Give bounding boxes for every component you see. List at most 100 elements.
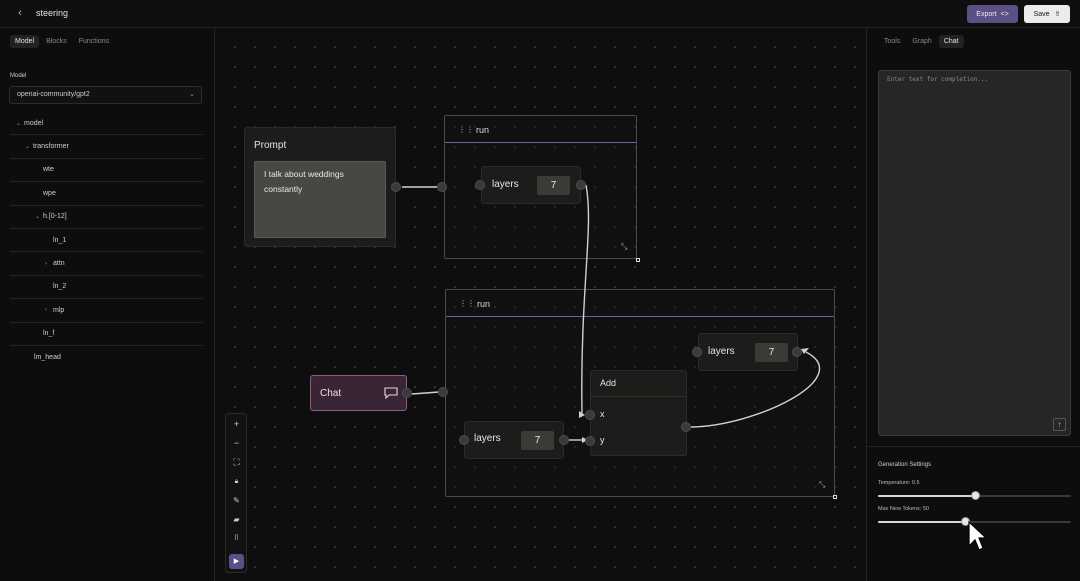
top-bar: ‹ steering Export <> Save ⇪ — [0, 0, 1080, 28]
layers-label: layers — [474, 433, 501, 444]
layers-node[interactable]: layers 7 — [698, 333, 798, 371]
layers-number-input[interactable]: 7 — [537, 176, 570, 195]
zoom-out-icon[interactable]: − — [233, 438, 240, 448]
run-group-header[interactable]: ⋮⋮ run — [446, 290, 834, 317]
right-panel: Tools Graph Chat Enter text for completi… — [866, 28, 1080, 581]
max-tokens-slider-fill — [878, 521, 965, 523]
comment-icon[interactable]: ▰ — [233, 515, 240, 524]
add-input-y-port[interactable] — [585, 436, 595, 446]
chat-input-area[interactable]: Enter text for completion... ↑ — [878, 70, 1071, 436]
tree-item-h[interactable]: ⌄ h.[0-12] — [10, 206, 203, 229]
left-panel-tabs: Model Blocks Functions — [10, 35, 114, 48]
add-input-x-label: x — [600, 409, 605, 419]
add-input-x-port[interactable] — [585, 410, 595, 420]
generation-settings-title: Generation Settings — [878, 462, 932, 468]
expand-icon[interactable]: ⤡ — [819, 480, 826, 489]
tree-item-wpe[interactable]: wpe — [10, 182, 203, 206]
prompt-output-port[interactable] — [391, 182, 401, 192]
tree-item-label: lm_head — [34, 354, 61, 362]
export-button[interactable]: Export <> — [967, 5, 1018, 23]
tree-item-label: wte — [43, 166, 54, 174]
tab-model[interactable]: Model — [10, 35, 40, 48]
tree-item-attn[interactable]: › attn — [10, 252, 203, 276]
tree-item-ln-2[interactable]: ln_2 — [10, 276, 203, 300]
layers-number-input[interactable]: 7 — [521, 431, 554, 450]
tree-item-model[interactable]: ⌄ model — [10, 112, 203, 136]
layers-input-port[interactable] — [459, 435, 469, 445]
run-input-port[interactable] — [438, 387, 448, 397]
grid-icon[interactable]: ⠿ — [233, 535, 240, 542]
mouse-cursor-icon — [968, 520, 987, 551]
layers-output-port[interactable] — [559, 435, 569, 445]
layers-input-port[interactable] — [692, 347, 702, 357]
layers-node[interactable]: layers 7 — [464, 421, 564, 459]
resize-handle[interactable] — [636, 258, 640, 262]
code-icon: <> — [1000, 10, 1009, 18]
resize-handle[interactable] — [833, 495, 837, 499]
tree-item-label: h.[0-12] — [43, 213, 67, 221]
graph-canvas[interactable]: ⋮⋮ run ⤡ ⋮⋮ run ⤡ Prompt — [216, 28, 865, 581]
chat-node-title: Chat — [320, 388, 342, 399]
zoom-in-icon[interactable]: + — [233, 419, 240, 429]
run-input-port[interactable] — [437, 182, 447, 192]
tree-item-transformer[interactable]: ⌄ transformer — [10, 135, 203, 159]
tree-item-label: transformer — [33, 143, 69, 151]
fit-view-icon[interactable]: ⛶ — [233, 457, 240, 467]
module-tree: ⌄ model ⌄ transformer wte wpe ⌄ h.[0-12]… — [10, 112, 203, 369]
pin-icon[interactable]: ✎ — [233, 496, 240, 505]
edge-layers-to-add-x — [581, 184, 590, 414]
chevron-down-icon: ⌄ — [35, 214, 41, 221]
tab-tools[interactable]: Tools — [884, 38, 901, 45]
add-node[interactable]: Add x y — [590, 370, 687, 456]
max-tokens-slider[interactable] — [878, 517, 1071, 526]
layers-output-port[interactable] — [792, 347, 802, 357]
prompt-textarea[interactable]: I talk about weddings constantly — [254, 161, 386, 238]
layers-number-input[interactable]: 7 — [755, 343, 788, 362]
save-label: Save — [1033, 10, 1050, 18]
max-tokens-label: Max New Tokens: 50 — [878, 506, 929, 512]
lock-icon[interactable]: 🔒︎ — [234, 478, 239, 485]
tab-graph[interactable]: Graph — [912, 38, 932, 45]
add-node-title: Add — [600, 378, 617, 388]
tab-chat[interactable]: Chat — [938, 35, 964, 48]
layers-input-port[interactable] — [475, 180, 485, 190]
run-group-title: run — [477, 299, 491, 309]
edge-chat-to-run — [411, 391, 440, 395]
send-arrow-icon[interactable]: ↑ — [1053, 418, 1066, 431]
layers-output-port[interactable] — [576, 180, 586, 190]
save-button[interactable]: Save ⇪ — [1024, 5, 1070, 23]
chevron-left-icon[interactable]: ‹ — [18, 7, 22, 19]
right-panel-tabs: Tools Graph Chat — [879, 35, 964, 48]
run-group-title: run — [476, 125, 490, 135]
max-tokens-slider-thumb[interactable] — [961, 517, 970, 526]
prompt-node-title: Prompt — [254, 140, 287, 151]
tree-item-ln-f[interactable]: ln_f — [10, 323, 203, 346]
chevron-down-icon: ⌄ — [189, 91, 195, 98]
layers-node[interactable]: layers 7 — [481, 166, 581, 204]
tree-item-wte[interactable]: wte — [10, 159, 203, 183]
expand-icon[interactable]: ⤡ — [621, 242, 628, 251]
tree-item-label: mlp — [53, 306, 65, 314]
prompt-node[interactable]: Prompt I talk about weddings constantly — [244, 127, 396, 247]
temperature-slider[interactable] — [878, 491, 1071, 500]
chevron-right-icon: › — [45, 260, 47, 267]
divider — [867, 446, 1080, 447]
tab-functions[interactable]: Functions — [78, 38, 110, 45]
left-panel: Model Blocks Functions Model openai-comm… — [0, 28, 215, 581]
model-select[interactable]: openai-community/gpt2 ⌄ — [9, 86, 202, 104]
add-node-divider — [591, 396, 686, 397]
temperature-slider-thumb[interactable] — [971, 491, 980, 500]
add-output-port[interactable] — [681, 422, 691, 432]
tree-item-ln-1[interactable]: ln_1 — [10, 229, 203, 253]
chat-output-port[interactable] — [402, 388, 412, 398]
tab-blocks[interactable]: Blocks — [46, 38, 67, 45]
tree-item-lm-head[interactable]: lm_head — [10, 346, 203, 369]
chat-node[interactable]: Chat — [310, 375, 407, 411]
canvas-toolbar: + − ⛶ 🔒︎ ✎ ▰ ⠿ ▶ — [225, 413, 247, 573]
run-button[interactable]: ▶ — [229, 554, 244, 569]
tree-item-mlp[interactable]: › mlp — [10, 299, 203, 323]
run-group-header[interactable]: ⋮⋮ run — [445, 116, 636, 143]
chevron-down-icon: ⌄ — [16, 120, 22, 127]
chat-placeholder: Enter text for completion... — [887, 76, 989, 83]
tree-item-label: wpe — [43, 189, 56, 197]
